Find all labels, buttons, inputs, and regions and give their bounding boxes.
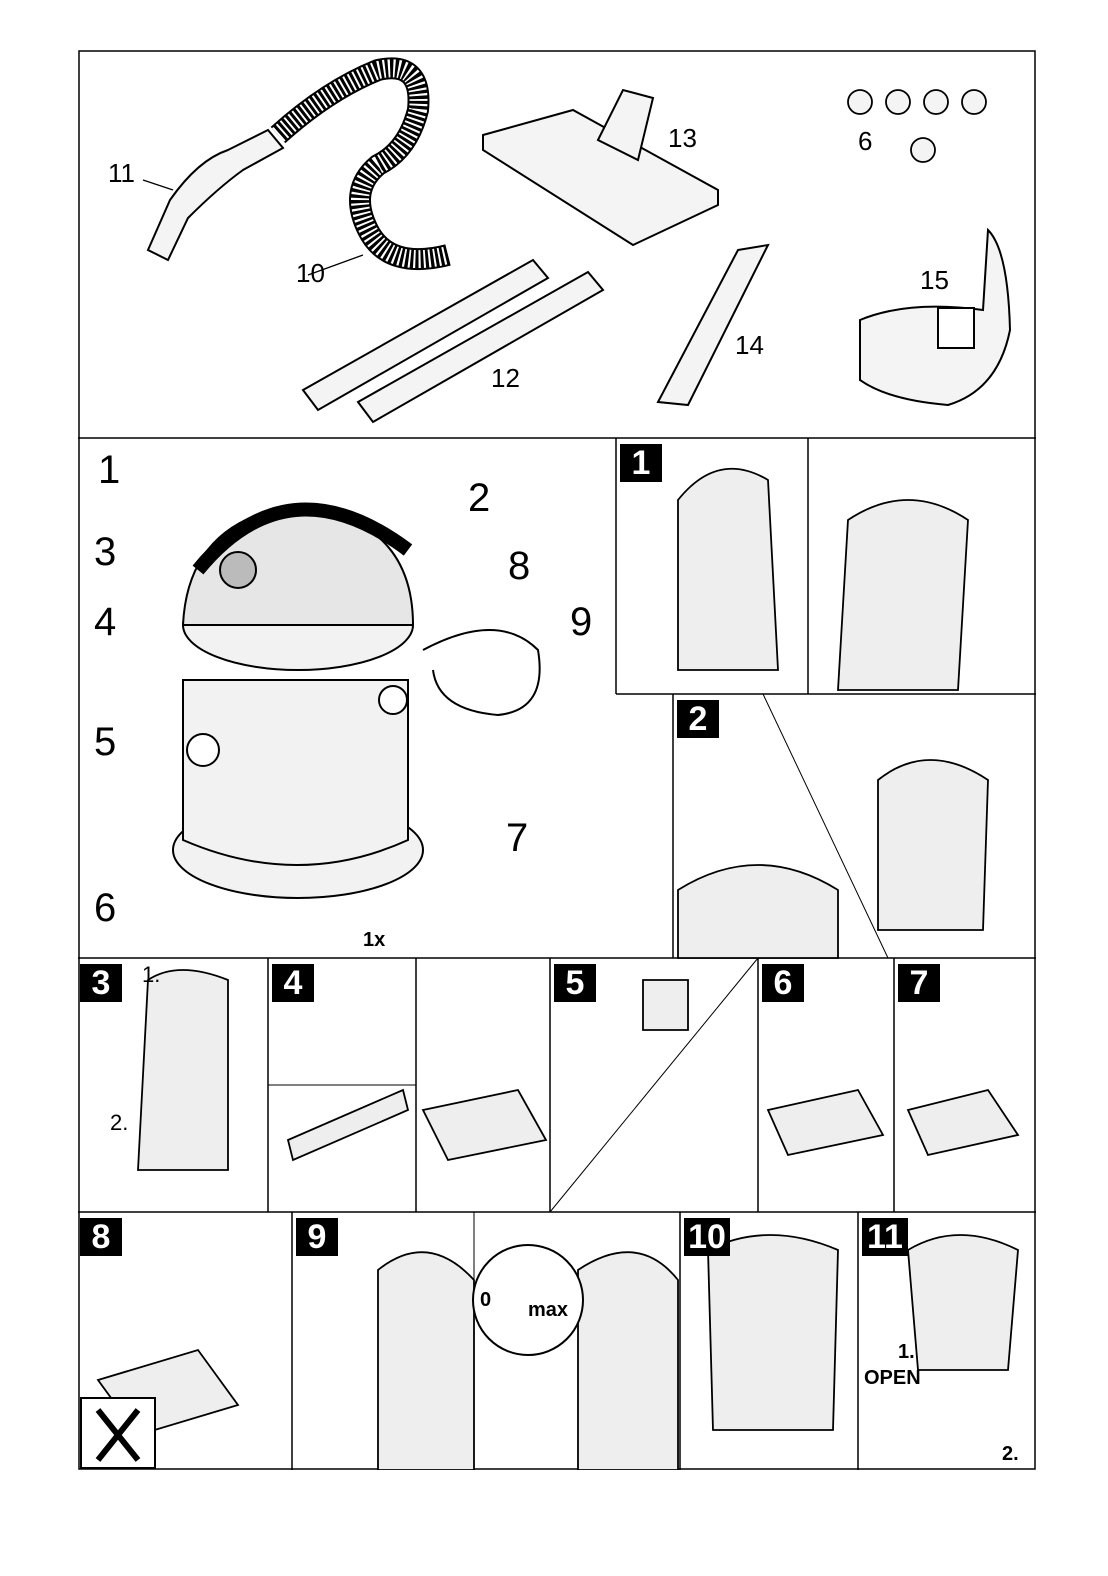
step1-lift-illustration: [838, 500, 968, 690]
step3-second-label: 2.: [110, 1112, 128, 1134]
step11-first-label: 1.: [898, 1342, 915, 1362]
callout-crevice-nozzle: 14: [735, 332, 764, 358]
hose-handle-illustration: [143, 130, 283, 260]
step11-open-illustration: [908, 1235, 1018, 1370]
step9-hose-illustration: [378, 1252, 474, 1470]
step2-bag-illustration: [878, 760, 988, 930]
step3-filter-illustration: [138, 970, 228, 1170]
step-badge-11: 11: [862, 1218, 908, 1256]
step2-castor-illustration: [678, 865, 838, 958]
panel-grid: [78, 50, 1036, 1470]
step3-first-label: 1.: [142, 964, 160, 986]
step-badge-3: 3: [80, 964, 122, 1002]
step-badge-2: 2: [677, 700, 719, 738]
step1-rotate-illustration: [678, 469, 778, 670]
overview-callout-7: 7: [506, 818, 528, 858]
overview-callout-5: 5: [94, 722, 116, 762]
overview-callout-9: 9: [570, 602, 592, 642]
overview-callout-8: 8: [508, 546, 530, 586]
callout-suction-hose: 10: [296, 260, 325, 286]
step9-zero-label: 0: [480, 1290, 491, 1310]
overview-callout-4: 4: [94, 602, 116, 642]
step4-connect-illustration: [288, 1090, 408, 1160]
floor-nozzle-illustration: [483, 90, 718, 245]
step-badge-1: 1: [620, 444, 662, 482]
overview-callout-3: 3: [94, 532, 116, 572]
step9-max-label: max: [528, 1300, 568, 1320]
overview-callout-2: 2: [468, 478, 490, 518]
callout-floor-nozzle: 13: [668, 125, 697, 151]
step-badge-7: 7: [898, 964, 940, 1002]
callout-filter-bag: 15: [920, 267, 949, 293]
step-badge-6: 6: [762, 964, 804, 1002]
step-badge-8: 8: [80, 1218, 122, 1256]
suction-tubes-illustration: [303, 260, 603, 422]
instruction-sheet: 11 10 12 13 14 6 15 1 2 3 4 5 6 7 8 9 1x…: [78, 50, 1036, 1470]
suction-hose-illustration: [278, 68, 448, 275]
step10-storage-illustration: [708, 1235, 838, 1430]
step-badge-5: 5: [554, 964, 596, 1002]
step11-open-label: OPEN: [864, 1368, 921, 1388]
step5-plug-illustration: [643, 980, 688, 1030]
step9-dial-illustration: [578, 1252, 678, 1470]
overview-callout-6: 6: [94, 888, 116, 928]
step6-hard-floor-illustration: [768, 1090, 883, 1155]
callout-suction-tubes: 12: [491, 365, 520, 391]
step7-carpet-illustration: [908, 1090, 1018, 1155]
overview-callout-1: 1: [98, 450, 120, 490]
step-badge-9: 9: [296, 1218, 338, 1256]
callout-hose-handle: 11: [108, 160, 135, 186]
callout-castors: 6: [858, 128, 872, 154]
step11-second-label: 2.: [1002, 1444, 1019, 1464]
step4-nozzle-illustration: [423, 1090, 546, 1160]
crevice-nozzle-illustration: [658, 245, 768, 405]
filter-bag-illustration: [860, 230, 1010, 405]
castor-quantity-note: 1x: [363, 930, 385, 950]
step-badge-4: 4: [272, 964, 314, 1002]
step-badge-10: 10: [684, 1218, 730, 1256]
vacuum-overview-illustration: [173, 505, 540, 898]
